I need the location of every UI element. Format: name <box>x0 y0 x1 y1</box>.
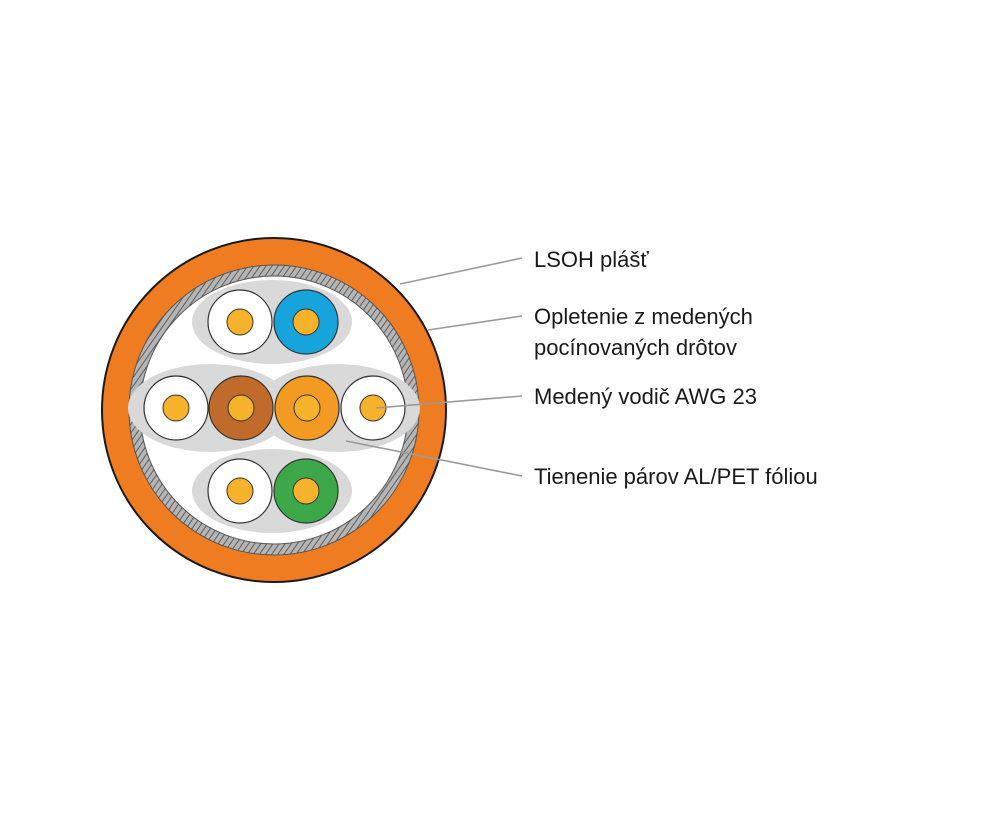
brown-pair <box>143 375 274 441</box>
leader-line-foil <box>345 440 523 477</box>
copper-conductor <box>227 394 255 422</box>
copper-conductor <box>226 308 254 336</box>
label-foil-text: Tienenie párov AL/PET fóliou <box>534 464 818 489</box>
label-jacket-text: LSOH plášť <box>534 247 649 272</box>
copper-conductor <box>162 394 190 422</box>
copper-conductor <box>293 394 321 422</box>
blue-pair <box>207 289 339 355</box>
leader-lines <box>345 257 523 477</box>
label-jacket: LSOH plášť <box>534 244 649 275</box>
copper-conductor <box>359 394 387 422</box>
copper-conductor <box>292 477 320 505</box>
label-conductor-text: Medený vodič AWG 23 <box>534 384 757 409</box>
label-foil: Tienenie párov AL/PET fóliou <box>534 461 818 492</box>
copper-conductor <box>292 308 320 336</box>
leader-line-braid <box>427 315 523 331</box>
orange-pair <box>274 375 406 441</box>
label-braid-line-1: Opletenie z medených <box>534 304 753 329</box>
green-pair <box>207 458 339 524</box>
label-braid-line-2: pocínovaných drôtov <box>534 335 738 360</box>
leader-line-jacket <box>399 257 523 285</box>
leader-line-conductor <box>375 395 523 409</box>
label-conductor: Medený vodič AWG 23 <box>534 381 757 412</box>
copper-conductor <box>226 477 254 505</box>
label-braid: Opletenie z medených pocínovaných drôtov <box>534 301 753 363</box>
